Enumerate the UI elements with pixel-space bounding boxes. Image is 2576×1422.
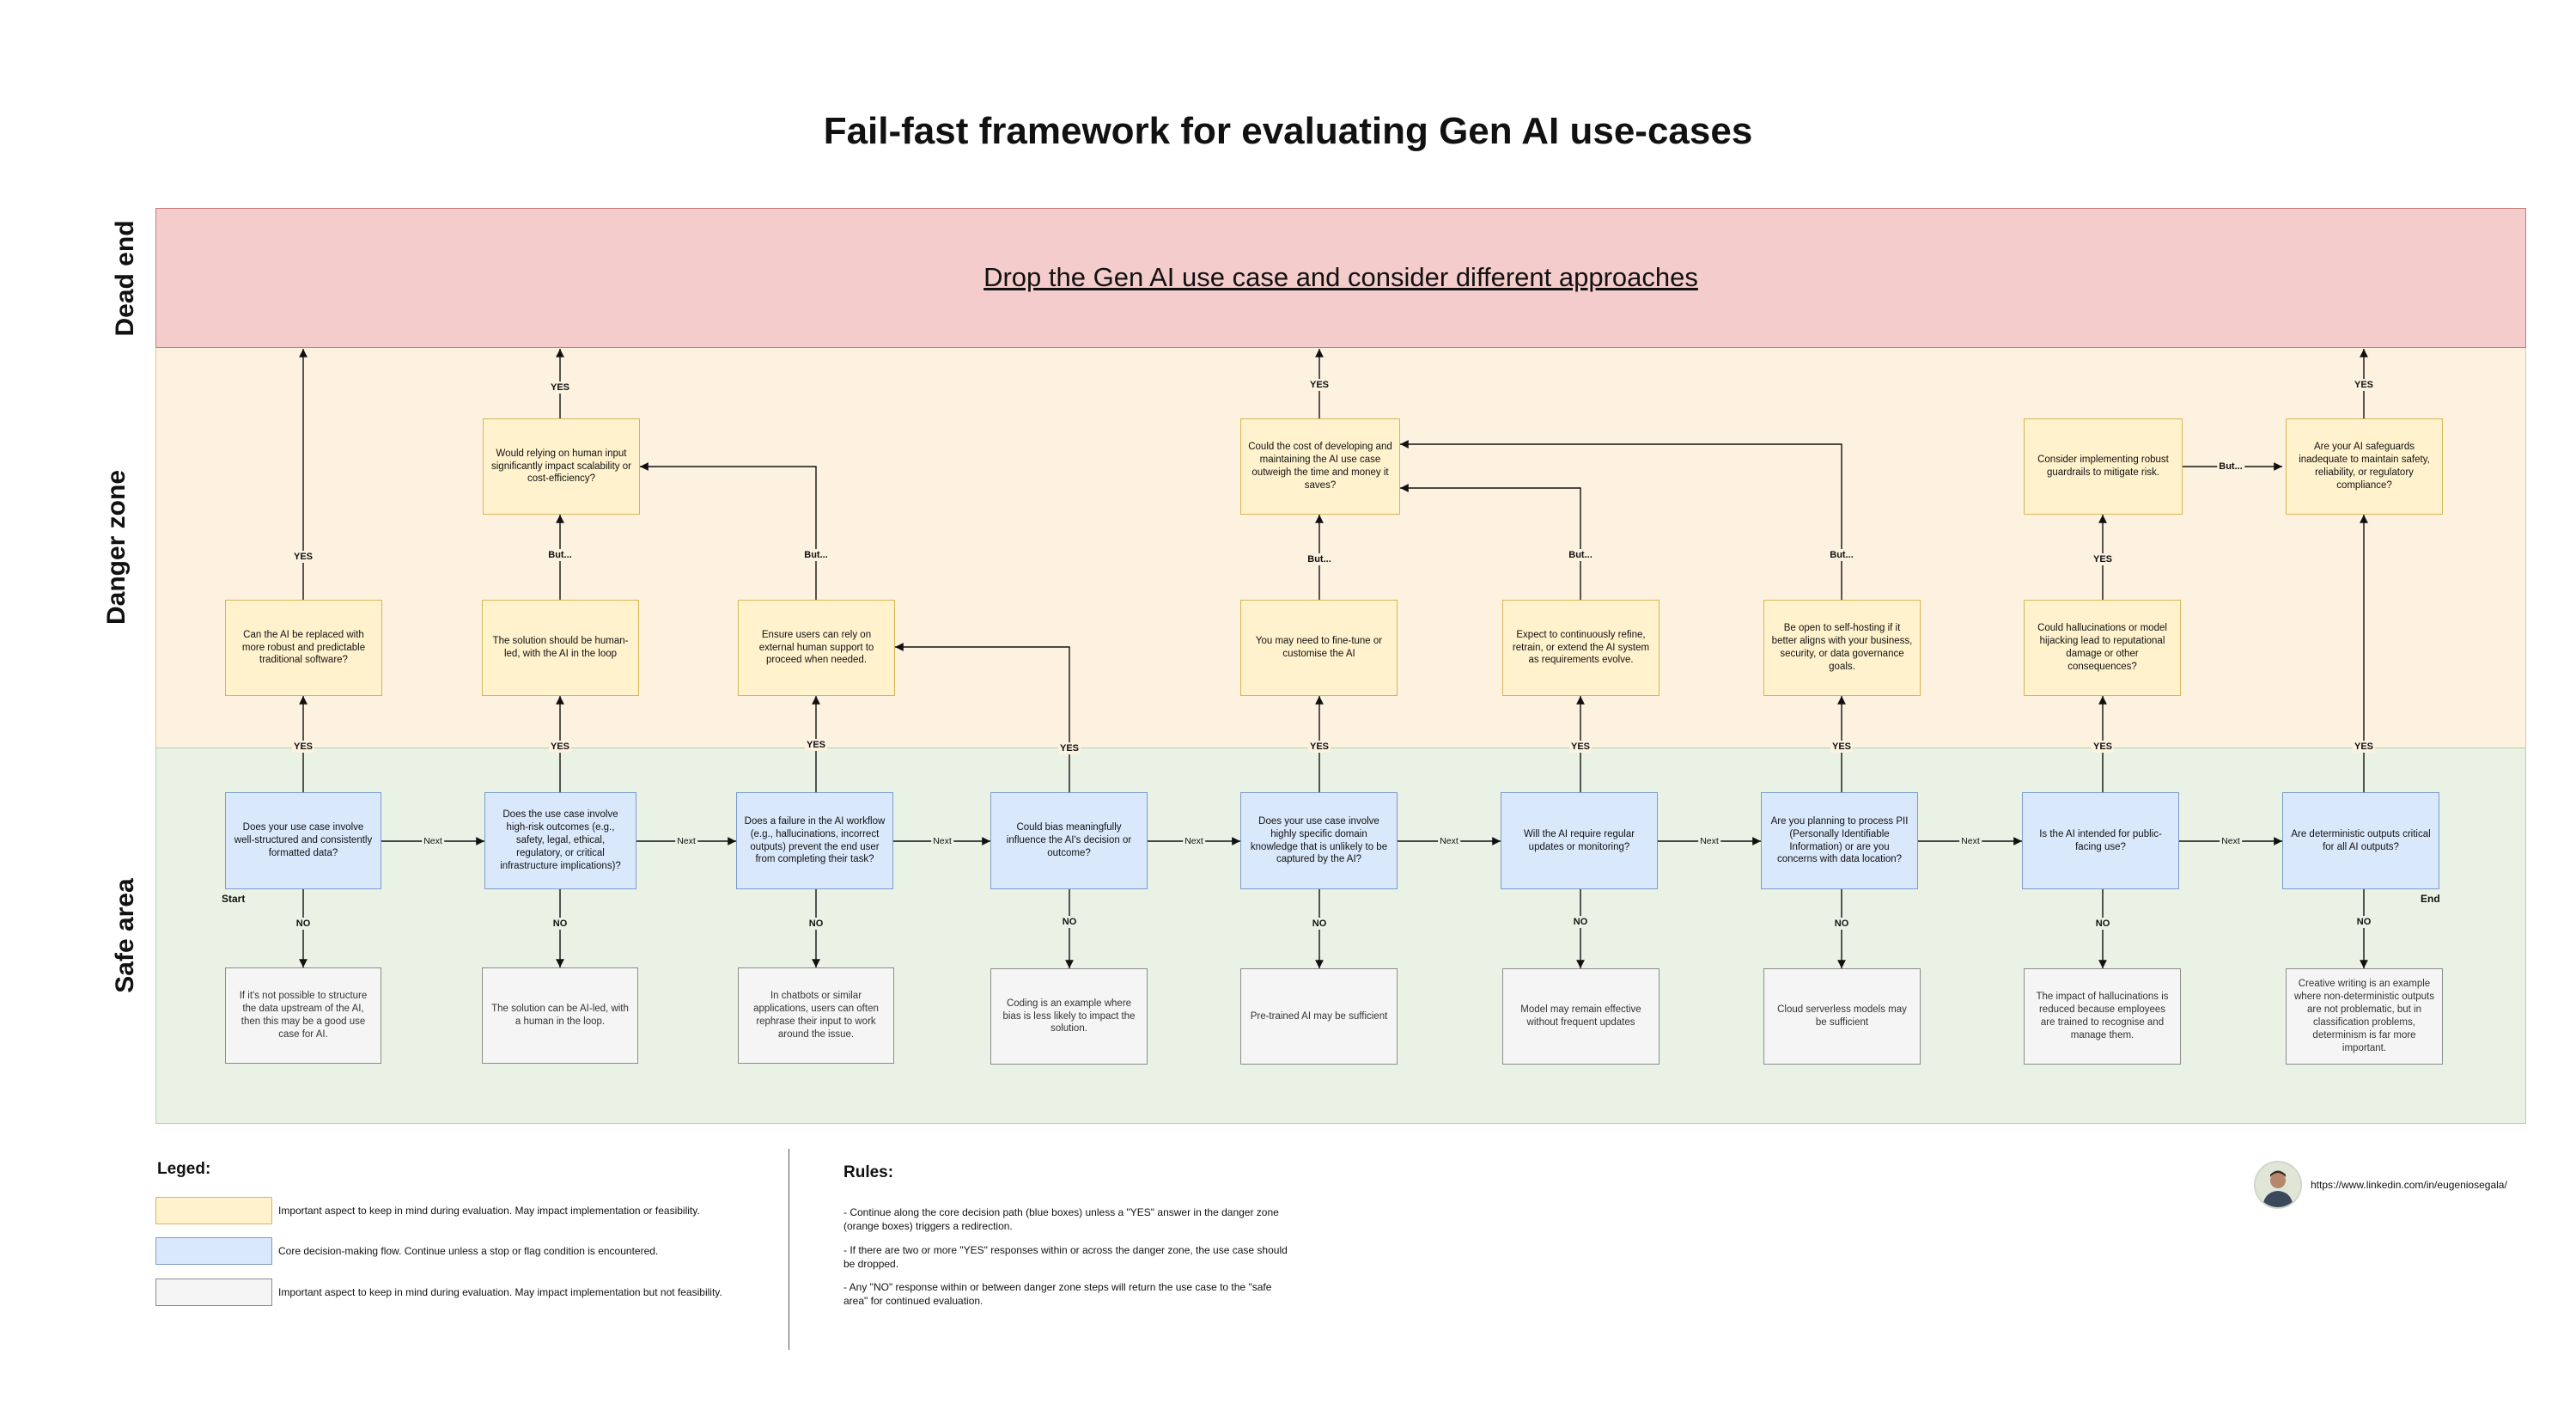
- edge-label-yes: YES: [291, 551, 315, 563]
- danger-box: Could hallucinations or model hijacking …: [2024, 600, 2181, 696]
- edge-but-d3: [640, 462, 817, 600]
- legend-swatch-warning: [155, 1197, 272, 1224]
- danger-box: The solution should be human-led, with t…: [482, 600, 639, 696]
- edge-label-yes: YES: [548, 381, 572, 394]
- edge-but-d5: [1400, 484, 1581, 600]
- edge-label-next: Next: [2220, 835, 2242, 847]
- edge-label-no: NO: [1060, 916, 1079, 928]
- edge-label-no: NO: [294, 918, 313, 930]
- rule-item: - Continue along the core decision path …: [843, 1206, 1279, 1233]
- legend-swatch-note: [155, 1279, 272, 1306]
- edge-yes-q4: [895, 643, 1070, 792]
- note-box: Cloud serverless models may be sufficien…: [1763, 968, 1921, 1065]
- edge-label-but: But...: [546, 549, 574, 561]
- edge-label-yes: YES: [804, 739, 828, 751]
- legend-text-note: Important aspect to keep in mind during …: [278, 1286, 722, 1298]
- edge-label-no: NO: [1832, 918, 1851, 930]
- question-box: Does a failure in the AI workflow (e.g.,…: [736, 792, 893, 889]
- danger-box: Ensure users can rely on external human …: [738, 600, 895, 696]
- danger-box: Be open to self-hosting if it better ali…: [1763, 600, 1921, 696]
- edge-label-yes: YES: [2091, 553, 2115, 565]
- edge-label-no: NO: [2093, 918, 2112, 930]
- edge-label-yes: YES: [2352, 741, 2376, 753]
- note-box: Pre-trained AI may be sufficient: [1240, 968, 1398, 1065]
- edge-label-yes: YES: [1568, 741, 1592, 753]
- edge-label-yes: YES: [1830, 741, 1854, 753]
- start-marker: Start: [222, 893, 246, 905]
- edge-label-yes: YES: [1057, 742, 1081, 754]
- author-avatar: [2254, 1161, 2302, 1209]
- danger-box: You may need to fine-tune or customise t…: [1240, 600, 1398, 696]
- author-link[interactable]: https://www.linkedin.com/in/eugeniosegal…: [2311, 1179, 2507, 1191]
- edge-label-yes: YES: [1307, 379, 1331, 391]
- legend-swatch-core: [155, 1237, 272, 1265]
- note-box: Coding is an example where bias is less …: [990, 968, 1148, 1065]
- edge-label-next: Next: [1698, 835, 1720, 847]
- danger-box: Consider implementing robust guardrails …: [2024, 418, 2183, 515]
- edge-label-next: Next: [1438, 835, 1460, 847]
- question-box: Are you planning to process PII (Persona…: [1761, 792, 1918, 889]
- edge-label-but: But...: [1306, 553, 1333, 565]
- note-box: In chatbots or similar applications, use…: [738, 967, 894, 1064]
- note-box: The impact of hallucinations is reduced …: [2024, 968, 2181, 1065]
- edge-label-no: NO: [807, 918, 825, 930]
- note-box: The solution can be AI-led, with a human…: [482, 967, 638, 1064]
- edge-label-next: Next: [931, 835, 953, 847]
- danger-box: Could the cost of developing and maintai…: [1240, 418, 1400, 515]
- legend-text-warning: Important aspect to keep in mind during …: [278, 1205, 700, 1217]
- note-box: If it's not possible to structure the da…: [225, 967, 381, 1064]
- edge-label-no: NO: [2354, 916, 2373, 928]
- danger-box: Would relying on human input significant…: [483, 418, 640, 515]
- edge-label-next: Next: [422, 835, 444, 847]
- edge-but-d6: [1400, 440, 1842, 600]
- edge-label-but: But...: [802, 549, 830, 561]
- edge-label-next: Next: [1959, 835, 1982, 847]
- edge-label-but: But...: [1828, 549, 1855, 561]
- danger-box: Are your AI safeguards inadequate to mai…: [2286, 418, 2443, 515]
- edge-label-yes: YES: [1307, 741, 1331, 753]
- edge-label-no: NO: [551, 918, 569, 930]
- rules-title: Rules:: [843, 1163, 894, 1181]
- page-title: Fail-fast framework for evaluating Gen A…: [823, 110, 1753, 152]
- legend-title: Leged:: [157, 1160, 211, 1178]
- end-marker: End: [2421, 893, 2440, 905]
- edge-label-yes: YES: [291, 741, 315, 753]
- question-box: Does the use case involve high-risk outc…: [484, 792, 636, 889]
- dead-end-zone: [155, 208, 2526, 348]
- danger-box: Expect to continuously refine, retrain, …: [1502, 600, 1659, 696]
- edge-label-no: NO: [1310, 918, 1329, 930]
- edge-label-next: Next: [675, 835, 697, 847]
- edge-label-yes: YES: [2091, 741, 2115, 753]
- edge-label-yes: YES: [548, 741, 572, 753]
- question-box: Could bias meaningfully influence the AI…: [990, 792, 1148, 889]
- question-box: Are deterministic outputs critical for a…: [2282, 792, 2439, 889]
- question-box: Is the AI intended for public-facing use…: [2022, 792, 2179, 889]
- question-box: Does your use case involve highly specif…: [1240, 792, 1398, 889]
- edge-label-next: Next: [1183, 835, 1205, 847]
- question-box: Does your use case involve well-structur…: [225, 792, 381, 889]
- edge-label-yes: YES: [2352, 379, 2376, 391]
- rule-item: - Any "NO" response within or between da…: [843, 1281, 1272, 1308]
- edge-label-but: But...: [2217, 461, 2244, 473]
- rule-item: - If there are two or more "YES" respons…: [843, 1244, 1288, 1271]
- danger-box: Can the AI be replaced with more robust …: [225, 600, 382, 696]
- edge-label-but: But...: [1567, 549, 1594, 561]
- question-box: Will the AI require regular updates or m…: [1501, 792, 1658, 889]
- legend-text-core: Core decision-making flow. Continue unle…: [278, 1245, 659, 1257]
- note-box: Creative writing is an example where non…: [2286, 968, 2443, 1065]
- dead-end-instruction: Drop the Gen AI use case and consider di…: [984, 262, 1698, 292]
- note-box: Model may remain effective without frequ…: [1502, 968, 1659, 1065]
- edge-label-no: NO: [1571, 916, 1590, 928]
